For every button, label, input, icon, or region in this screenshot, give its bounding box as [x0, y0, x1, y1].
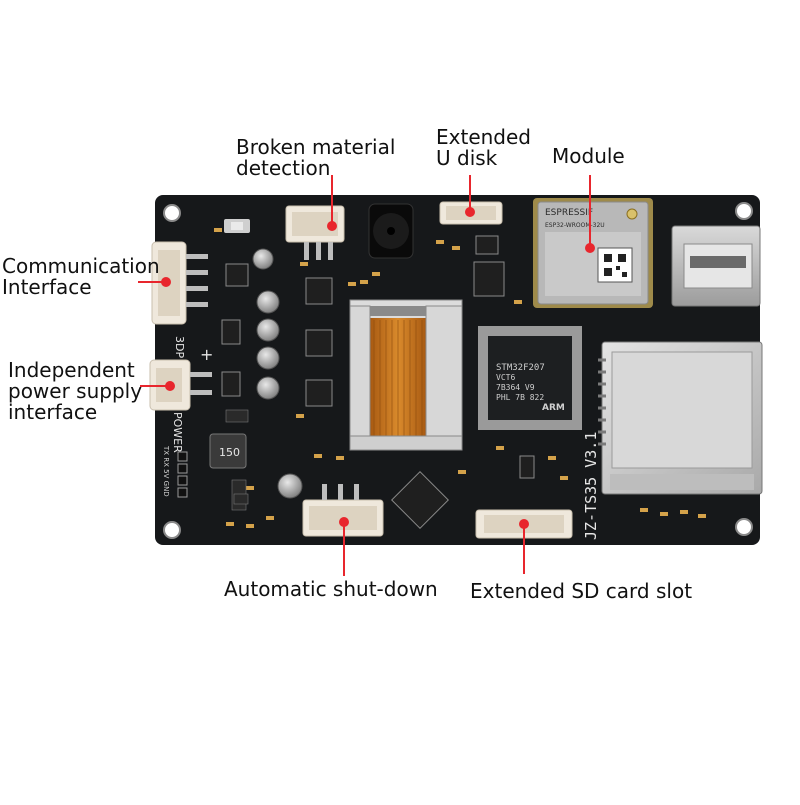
buzzer	[368, 203, 414, 259]
label-communication-1: Communication	[2, 254, 160, 278]
label-independent-power-1: Independent	[8, 358, 135, 382]
small-chips	[221, 235, 535, 529]
mcu-chip	[478, 326, 582, 430]
port-power-text: POWER	[171, 412, 184, 453]
label-extended-udisk-1: Extended	[436, 125, 531, 149]
port-3dp-text: 3DP	[173, 336, 186, 358]
label-auto-shutdown: Automatic shut-down	[224, 577, 438, 601]
marker-broken-material	[327, 221, 337, 231]
board-model-text: JZ-TS35 V3.1	[582, 432, 600, 540]
uart-pin-header	[177, 451, 188, 498]
smd-black-parts	[225, 409, 249, 511]
mcu-line-1: STM32F207	[496, 363, 545, 373]
marker-module	[585, 243, 595, 253]
capacitors	[252, 248, 303, 499]
marker-udisk	[465, 207, 475, 217]
inductor	[209, 433, 247, 469]
pin-labels-text: TX RX 5V GND	[162, 445, 170, 497]
label-module: Module	[552, 144, 625, 168]
mcu-line-3: 7B364 V9	[496, 383, 535, 392]
marker-dots	[161, 207, 595, 529]
marker-power	[165, 381, 175, 391]
marker-shutdown	[339, 517, 349, 527]
label-independent-power-3: interface	[8, 400, 98, 424]
mcu-line-2: VCT6	[496, 373, 515, 382]
label-communication-2: Interface	[2, 275, 92, 299]
usb-port	[671, 225, 761, 307]
label-broken-material-1: Broken material	[236, 135, 396, 159]
ribbon-cable	[349, 299, 463, 451]
mcu-brand-text: ARM	[542, 403, 565, 413]
label-broken-material-2: detection	[236, 156, 331, 180]
marker-communication	[161, 277, 171, 287]
inductor-text: 150	[219, 446, 240, 459]
marker-extended-sd	[519, 519, 529, 529]
wifi-module	[533, 198, 653, 308]
mounting-holes	[163, 202, 753, 539]
label-independent-power-2: power supply	[8, 379, 143, 403]
label-extended-udisk-2: U disk	[436, 146, 498, 170]
mcu-line-4: PHL 7B 822	[496, 393, 544, 402]
label-extended-sd: Extended SD card slot	[470, 579, 693, 603]
plus-sign: +	[200, 345, 213, 364]
sd-slot	[598, 341, 763, 495]
module-model-text: ESP32-WROOM-32U	[545, 222, 605, 229]
module-brand-text: ESPRESSIF	[545, 208, 593, 218]
